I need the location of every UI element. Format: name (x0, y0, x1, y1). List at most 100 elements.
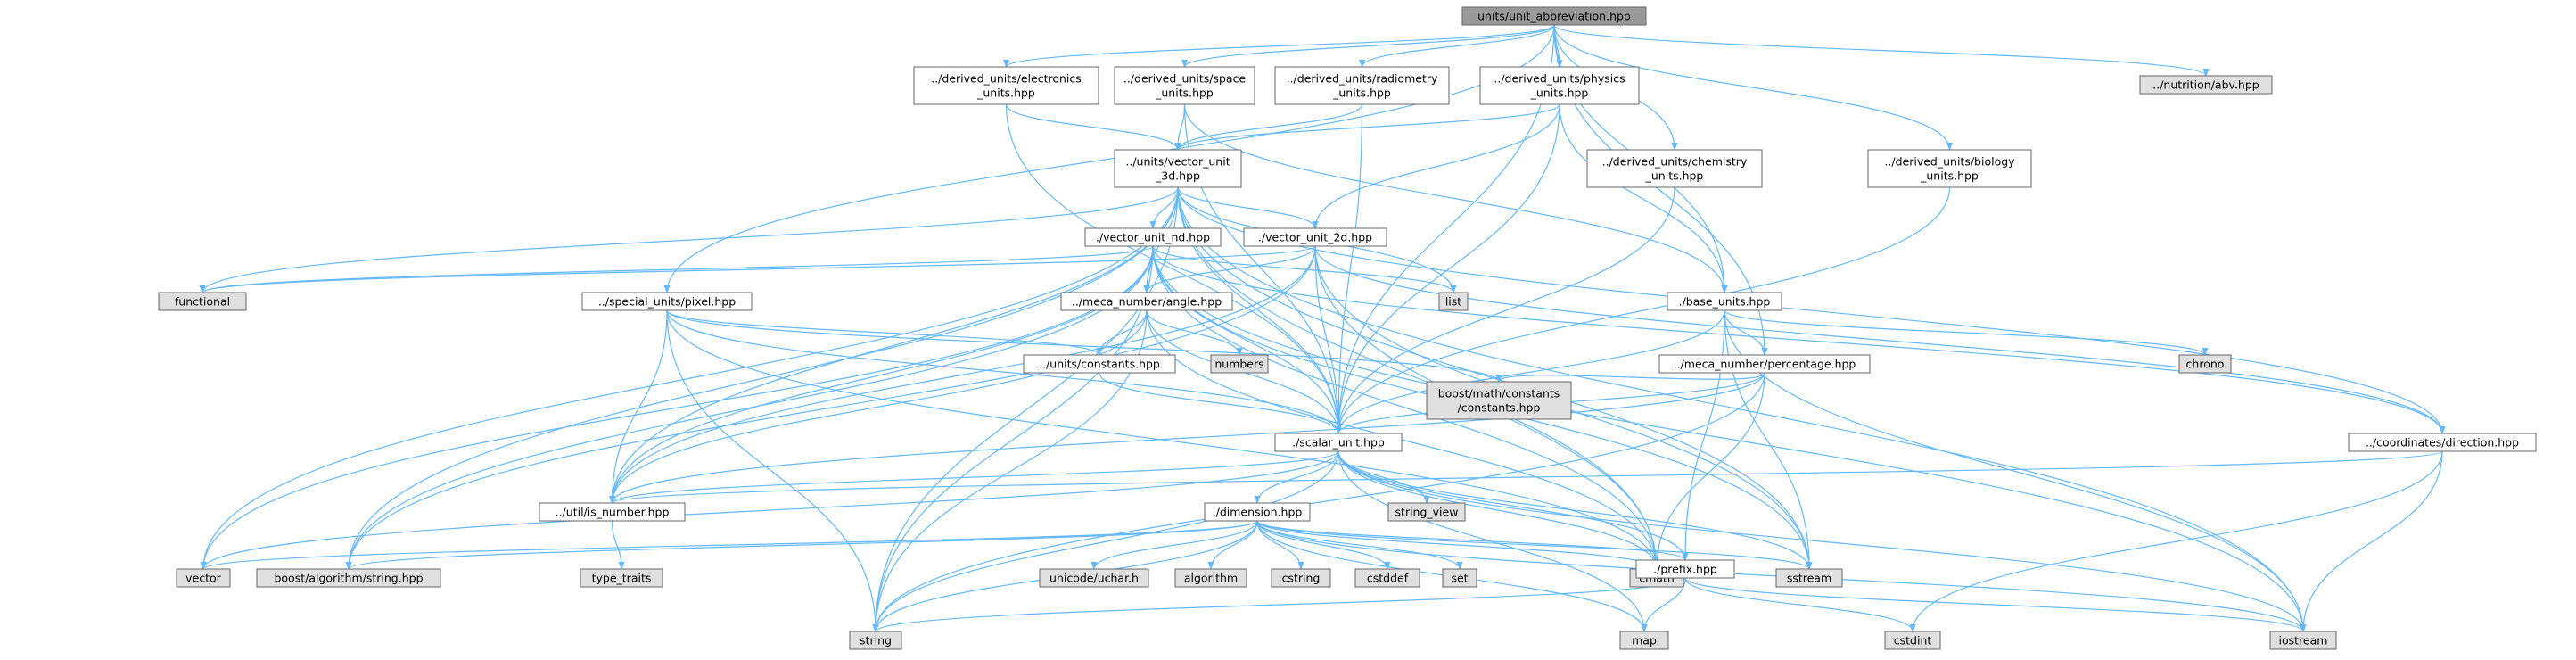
node-label: units/unit_abbreviation.hpp (1477, 10, 1631, 23)
node-vector3d[interactable]: ../units/vector_unit_3d.hpp (1114, 149, 1242, 188)
node-biology[interactable]: ../derived_units/biology_units.hpp (1867, 149, 2032, 188)
edge-scalar-to-sstream (1337, 450, 1813, 570)
node-label: ../derived_units/physics (1494, 72, 1625, 86)
edge-scalar-to-string (872, 450, 1339, 632)
edge-angle-to-isnumber (609, 309, 1148, 504)
node-angle[interactable]: ../meca_number/angle.hpp (1060, 292, 1233, 311)
edge-vector3d-to-vector (200, 186, 1179, 570)
node-prefix[interactable]: ./prefix.hpp (1635, 559, 1735, 579)
edge-vector2d-to-functional (199, 245, 1316, 293)
node-box (2139, 75, 2273, 95)
node-label: _units.hpp (1155, 87, 1214, 100)
node-box (1274, 433, 1403, 452)
node-label: vector (185, 572, 222, 585)
node-box (1438, 292, 1469, 311)
edge-baseunits-to-scalar (1335, 309, 1725, 434)
node-box (1114, 149, 1242, 188)
edge-vector2d-to-scalar (1314, 245, 1342, 434)
node-label: boost/math/constants (1438, 387, 1560, 400)
node-label: set (1451, 572, 1468, 585)
node-electronics[interactable]: ../derived_units/electronics_units.hpp (913, 66, 1099, 105)
node-root[interactable]: units/unit_abbreviation.hpp (1461, 6, 1647, 26)
node-chemistry[interactable]: ../derived_units/chemistry_units.hpp (1586, 149, 1763, 188)
node-baseunits[interactable]: ./base_units.hpp (1667, 292, 1782, 311)
edge-pixel-to-constants (666, 309, 1103, 356)
edge-dimension-to-cstddef (1256, 520, 1391, 570)
node-dimension[interactable]: ./dimension.hpp (1204, 502, 1311, 522)
edge-vector2d-to-isnumber (609, 245, 1316, 504)
node-label: cstddef (1367, 572, 1409, 585)
edge-dimension-to-uchar (1090, 520, 1258, 570)
node-box (1204, 502, 1311, 522)
node-box (1387, 502, 1466, 522)
node-box (1884, 631, 1941, 650)
edge-vector3d-to-vector2d (1177, 186, 1319, 229)
edge-vectornd-to-direction (1152, 245, 2446, 434)
node-box (1442, 568, 1477, 588)
node-label: boost/algorithm/string.hpp (274, 572, 423, 585)
edge-pixel-to-scalar (666, 309, 1342, 434)
node-box (1775, 568, 1843, 588)
node-label: cstdint (1894, 634, 1932, 648)
edge-dimension-to-prefix (1256, 520, 1689, 561)
edge-root-to-pixel (663, 24, 1555, 293)
node-box (1243, 227, 1387, 247)
node-label: numbers (1214, 358, 1263, 371)
node-numbers: numbers (1210, 354, 1269, 374)
node-box (1867, 149, 2032, 188)
edge-root-to-space (1181, 24, 1555, 68)
edge-prefix-to-iostream (1684, 577, 2307, 632)
node-label: ./base_units.hpp (1679, 295, 1771, 309)
node-scalar[interactable]: ./scalar_unit.hpp (1274, 433, 1403, 452)
node-box (176, 568, 231, 588)
node-direction[interactable]: ../coordinates/direction.hpp (2348, 433, 2537, 452)
node-box (1635, 559, 1735, 579)
node-box (1658, 354, 1871, 374)
node-box (539, 502, 686, 522)
edge-vector3d-to-functional (199, 186, 1179, 293)
edge-physics-to-vector2d (1312, 103, 1560, 229)
edge-vector3d-to-cmath (1177, 186, 1660, 570)
node-vector2d[interactable]: ./vector_unit_2d.hpp (1243, 227, 1387, 247)
node-box (158, 292, 247, 311)
node-constants[interactable]: ../units/constants.hpp (1023, 354, 1176, 374)
node-label: map (1632, 634, 1657, 648)
edge-vector3d-to-boostalgo (345, 186, 1179, 570)
edge-baseunits-to-prefix (1682, 309, 1725, 561)
edge-radiometry-to-vector3d (1174, 103, 1363, 151)
edge-vector3d-to-isnumber (609, 186, 1179, 504)
edge-physics-to-vector3d (1174, 103, 1560, 151)
edge-scalar-to-stringview (1337, 450, 1430, 504)
node-box (1023, 354, 1176, 374)
node-label: ../util/is_number.hpp (556, 506, 670, 519)
node-label: string (860, 634, 892, 648)
node-cstddef: cstddef (1354, 568, 1420, 588)
edge-vectornd-to-isnumber (609, 245, 1154, 504)
node-pixel[interactable]: ../special_units/pixel.hpp (581, 292, 753, 311)
edge-isnumber-to-typetraits (611, 520, 625, 570)
edge-electronics-to-scalar (1005, 103, 1342, 434)
node-vectornd[interactable]: ./vector_unit_nd.hpp (1084, 227, 1222, 247)
node-isnumber[interactable]: ../util/is_number.hpp (539, 502, 686, 522)
node-label: sstream (1787, 572, 1831, 585)
edge-prefix-to-string (872, 577, 1686, 632)
node-radiometry[interactable]: ../derived_units/radiometry_units.hpp (1274, 66, 1450, 105)
edge-vector3d-to-iostream (1177, 186, 2307, 632)
edge-angle-to-numbers (1146, 309, 1243, 356)
node-physics[interactable]: ../derived_units/physics_units.hpp (1479, 66, 1640, 105)
node-vector: vector (176, 568, 231, 588)
node-label: functional (175, 295, 230, 309)
node-box (1667, 292, 1782, 311)
edge-direction-to-iostream (2300, 450, 2443, 632)
node-sstream: sstream (1775, 568, 1843, 588)
node-cstdint: cstdint (1884, 631, 1941, 650)
node-set: set (1442, 568, 1477, 588)
node-space[interactable]: ../derived_units/space_units.hpp (1114, 66, 1255, 105)
node-percentage[interactable]: ../meca_number/percentage.hpp (1658, 354, 1871, 374)
node-label: chrono (2186, 358, 2225, 371)
node-label: _3d.hpp (1155, 169, 1200, 183)
node-box (1274, 66, 1450, 105)
edge-vector3d-to-direction (1177, 186, 2446, 434)
edge-vector2d-to-direction (1314, 245, 2446, 434)
edge-physics-to-baseunits (1559, 103, 1728, 293)
